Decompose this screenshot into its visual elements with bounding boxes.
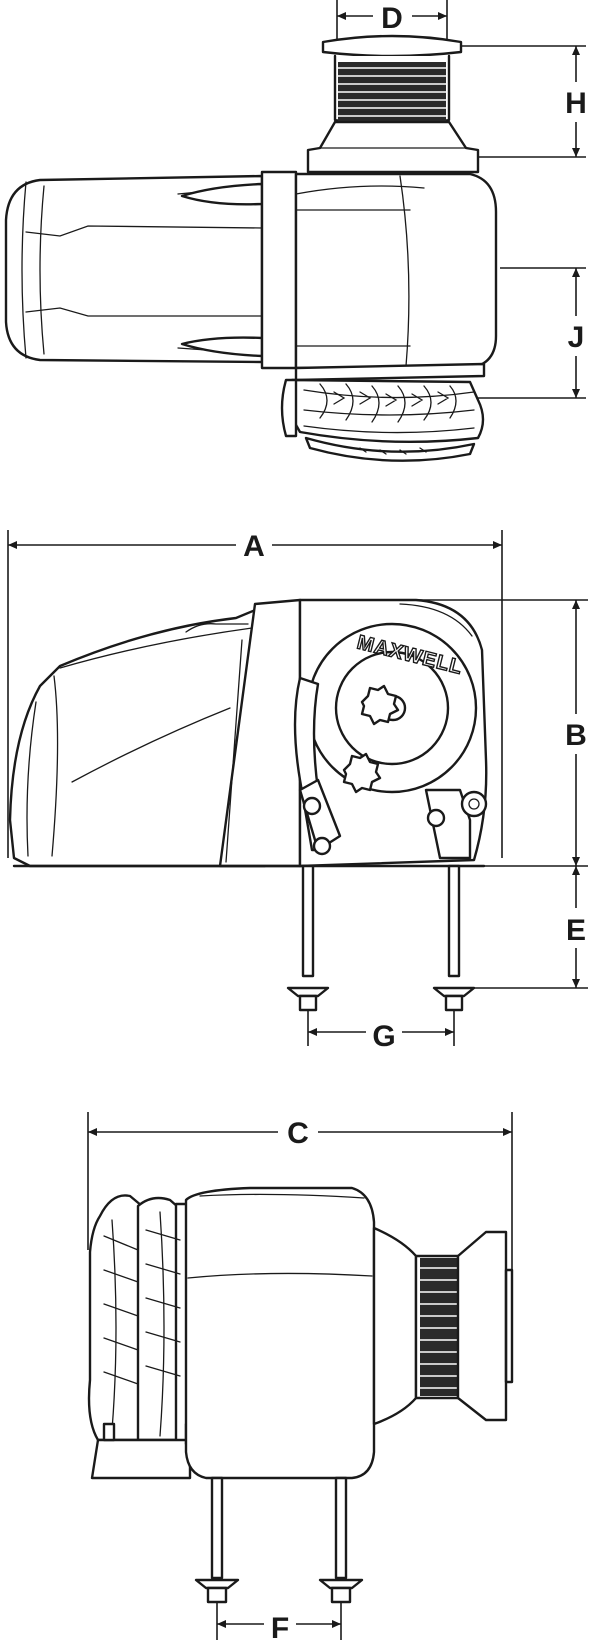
capstan-drum-front <box>372 1226 514 1426</box>
gypsy-wheel-front <box>87 1194 202 1480</box>
dimension-b: B <box>416 599 588 867</box>
chain-guard-side <box>293 676 488 860</box>
label-g: G <box>372 1020 395 1053</box>
label-d: D <box>381 2 403 35</box>
mounting-studs-front <box>194 1476 364 1604</box>
drum-ribs-front <box>420 1258 458 1396</box>
motor-body-front <box>184 1186 376 1480</box>
dimension-h: H <box>461 45 587 158</box>
dimension-a: A <box>7 530 503 858</box>
dimension-d: D <box>336 0 448 42</box>
front-view: C <box>87 1112 514 1640</box>
capstan-drum-top <box>306 34 480 174</box>
drum-ribs-top <box>338 62 446 122</box>
label-b: B <box>565 719 587 752</box>
gypsy-wheel-top <box>280 362 486 462</box>
mounting-studs-side <box>286 864 476 1012</box>
label-e: E <box>566 914 586 947</box>
side-view: A MAXWELL <box>7 530 588 1053</box>
label-a: A <box>243 530 265 563</box>
dimension-c: C <box>87 1112 513 1370</box>
motor-body-top <box>4 170 498 370</box>
label-h: H <box>565 87 587 120</box>
dimension-f: F <box>216 1602 342 1640</box>
gear-drum-side: MAXWELL <box>306 622 478 794</box>
dimension-e: E <box>464 866 588 989</box>
top-view: D H <box>4 0 587 462</box>
dimension-g: G <box>307 1010 455 1053</box>
label-j: J <box>568 321 585 354</box>
dimension-j: J <box>478 267 586 399</box>
label-c: C <box>287 1117 309 1150</box>
label-f: F <box>271 1612 289 1640</box>
